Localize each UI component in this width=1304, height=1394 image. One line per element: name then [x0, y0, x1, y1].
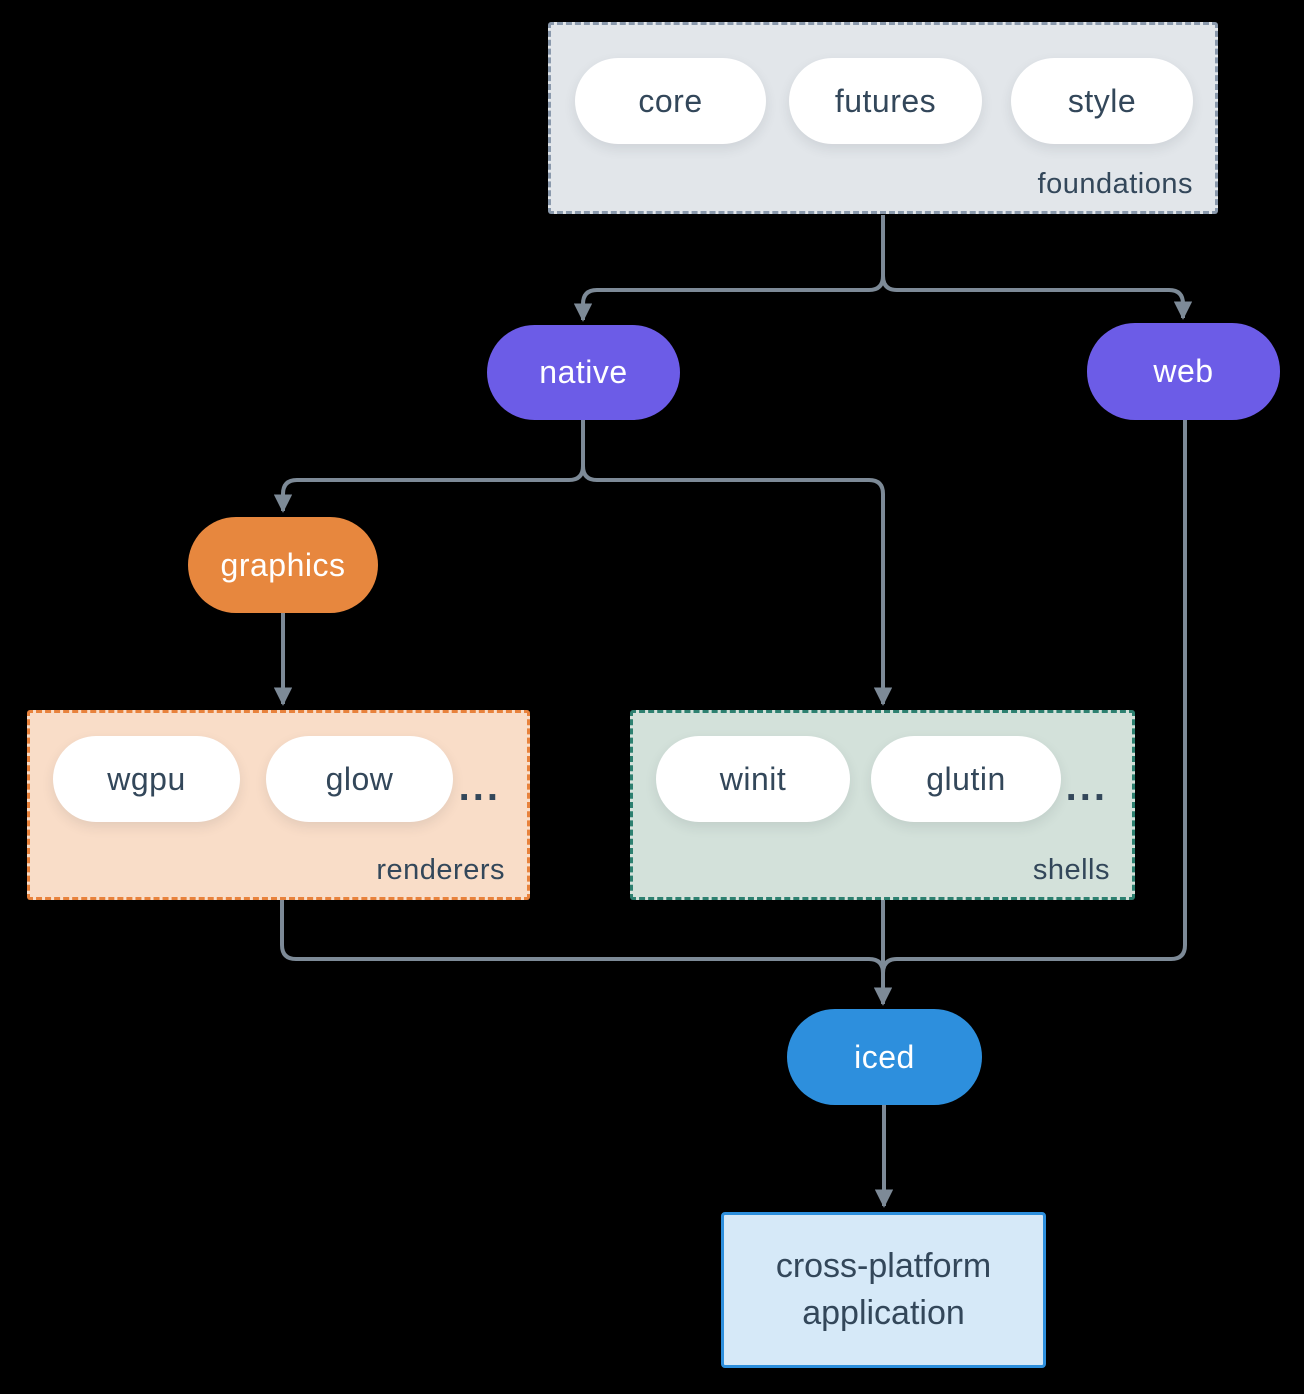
- node-web-label: web: [1153, 353, 1214, 389]
- node-glutin: glutin: [871, 736, 1061, 822]
- edge-renderers-to-iced: [280, 900, 885, 974]
- node-winit-label: winit: [719, 760, 787, 797]
- node-glow-label: glow: [325, 760, 394, 797]
- node-application-label: cross-platform application: [775, 1247, 992, 1332]
- node-glow: glow: [266, 736, 453, 822]
- node-wgpu-label: wgpu: [107, 760, 186, 797]
- group-shells: winit glutin ... shells: [630, 710, 1135, 900]
- node-core: core: [575, 58, 766, 144]
- node-native: native: [487, 325, 680, 420]
- node-iced: iced: [787, 1009, 982, 1105]
- node-web: web: [1087, 323, 1280, 420]
- edge-native-to-graphics: [273, 420, 585, 513]
- edge-foundations-to-web: [881, 215, 1193, 320]
- group-renderers-label: renderers: [376, 854, 505, 886]
- edge-foundations-to-native: [573, 215, 885, 322]
- renderers-ellipsis: ...: [458, 765, 501, 809]
- node-graphics-label: graphics: [220, 546, 346, 583]
- group-shells-label: shells: [1032, 854, 1110, 886]
- node-winit: winit: [656, 736, 850, 822]
- node-style-label: style: [1067, 82, 1137, 119]
- node-graphics: graphics: [188, 517, 378, 613]
- node-style: style: [1011, 58, 1193, 144]
- group-foundations: core futures style foundations: [548, 22, 1218, 214]
- node-native-label: native: [539, 354, 628, 390]
- node-iced-label: iced: [854, 1038, 915, 1075]
- node-cross-platform-application: cross-platform application: [721, 1212, 1046, 1368]
- group-renderers: wgpu glow ... renderers: [27, 710, 530, 900]
- node-futures-label: futures: [834, 82, 937, 119]
- edge-native-to-shells: [581, 420, 893, 706]
- node-core-label: core: [638, 82, 703, 119]
- shells-ellipsis: ...: [1065, 765, 1108, 809]
- node-wgpu: wgpu: [53, 736, 240, 822]
- node-glutin-label: glutin: [926, 760, 1006, 797]
- node-futures: futures: [789, 58, 982, 144]
- group-foundations-label: foundations: [1037, 168, 1193, 200]
